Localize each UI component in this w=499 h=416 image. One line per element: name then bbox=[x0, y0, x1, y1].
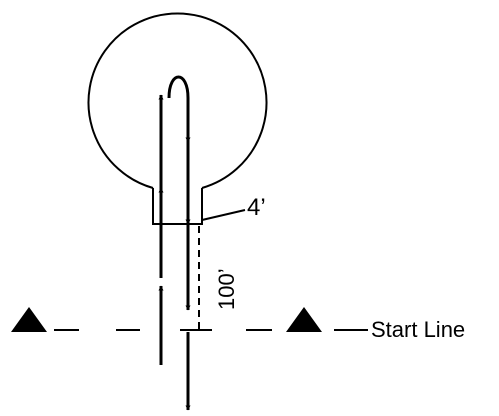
start-line-label: Start Line bbox=[371, 317, 465, 342]
path-turnaround-loop bbox=[167, 75, 190, 99]
keyhole-circle-outline bbox=[87, 12, 268, 189]
width-label: 4’ bbox=[247, 194, 266, 221]
width-leader-line bbox=[201, 209, 246, 221]
cone-marker-right-icon bbox=[286, 307, 322, 332]
cone-marker-left-icon bbox=[11, 307, 47, 332]
entrance-neck-outline bbox=[152, 188, 203, 225]
distance-label: 100’ bbox=[214, 268, 239, 310]
